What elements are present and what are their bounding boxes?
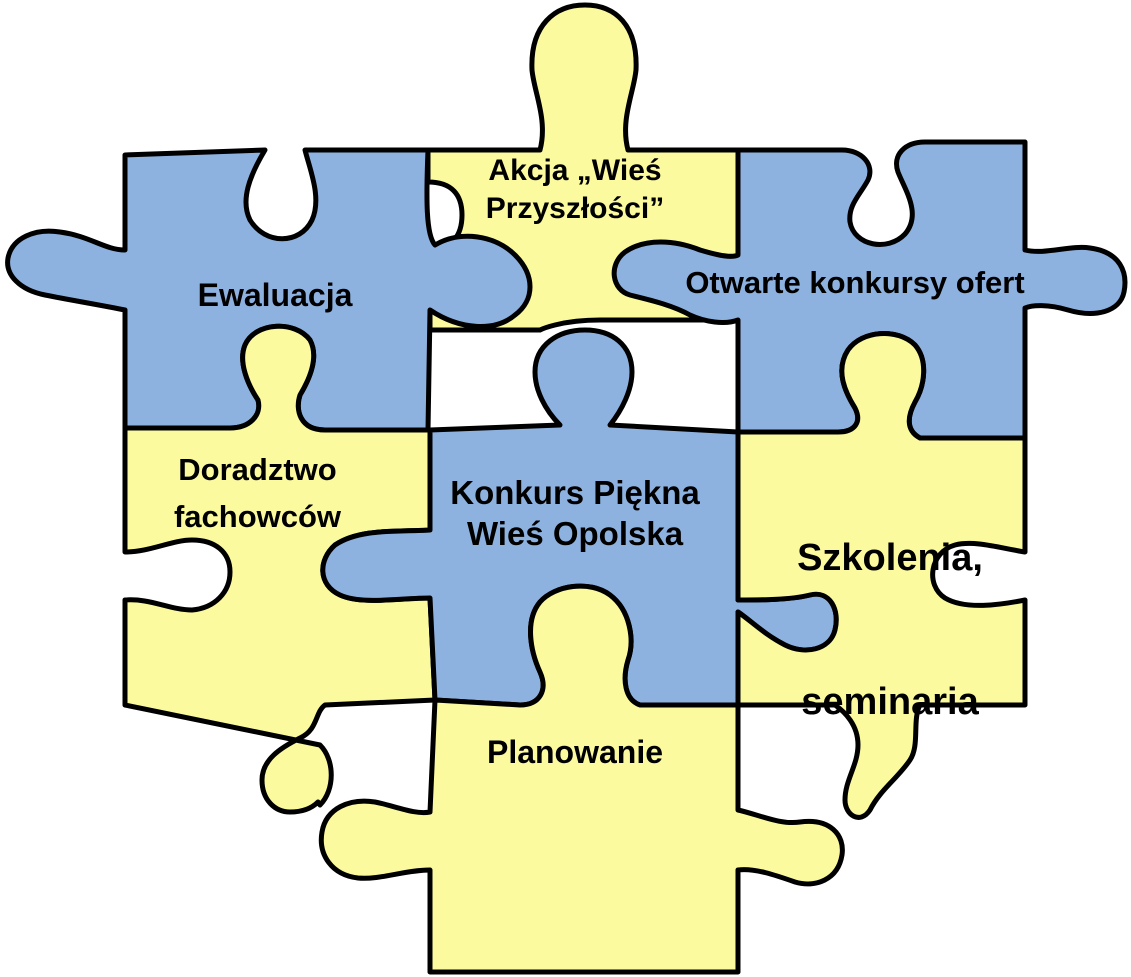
label-line: Wieś Opolska bbox=[466, 515, 684, 553]
puzzle-piece-doradztwo bbox=[122, 323, 438, 815]
label-line: Ewaluacja bbox=[197, 277, 353, 313]
label-line: fachowców bbox=[173, 498, 342, 534]
label-line: Akcja „Wieś bbox=[488, 154, 662, 187]
puzzle-piece-szkolenia bbox=[735, 331, 1028, 820]
label-line: Konkurs Piękna bbox=[450, 474, 700, 511]
label-szkolenia: Szkolenia, seminaria bbox=[770, 486, 1010, 775]
label-line: Planowanie bbox=[486, 734, 664, 770]
label-konkurs: Konkurs Piękna Wieś Opolska bbox=[425, 472, 725, 555]
label-line: Przyszłości” bbox=[485, 191, 665, 225]
label-otwarte-konkursy: Otwarte konkursy ofert bbox=[645, 264, 1065, 303]
label-doradztwo: Doradztwo fachowców bbox=[150, 447, 365, 540]
label-wies-przyszlosci: Akcja „Wieś Przyszłości” bbox=[465, 152, 685, 227]
puzzle-piece-planowanie bbox=[318, 583, 845, 975]
label-line: Otwarte konkursy ofert bbox=[685, 265, 1025, 300]
label-planowanie: Planowanie bbox=[455, 732, 695, 772]
label-line: Szkolenia, bbox=[797, 537, 983, 579]
label-ewaluacja: Ewaluacja bbox=[170, 275, 380, 315]
label-line: Doradztwo bbox=[178, 452, 337, 487]
label-line: seminaria bbox=[801, 681, 979, 724]
